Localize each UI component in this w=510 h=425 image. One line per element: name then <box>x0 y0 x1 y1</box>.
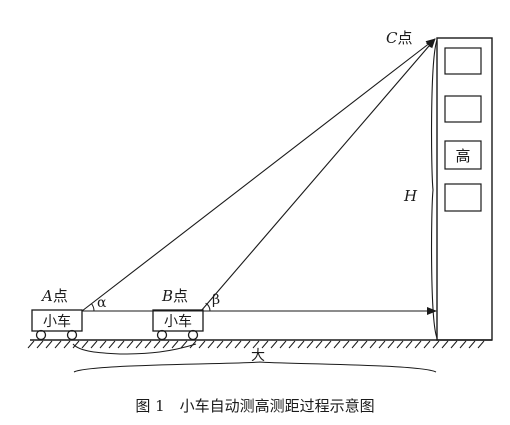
hatch-mark <box>459 340 467 349</box>
figure-caption: 图 1 小车自动测高测距过程示意图 <box>135 397 374 415</box>
hatch-mark <box>90 340 98 349</box>
hatch-mark <box>207 340 215 349</box>
hatch-mark <box>171 340 179 349</box>
hatch-mark <box>216 340 224 349</box>
cart-a-wheel-right <box>66 329 78 341</box>
ground-label: 大 <box>251 348 265 364</box>
hatch-mark <box>162 340 170 349</box>
hatch-mark <box>117 340 125 349</box>
hatch-mark <box>432 340 440 349</box>
hatch-mark <box>342 340 350 349</box>
ground <box>27 339 492 349</box>
hatch-mark <box>243 340 251 349</box>
hatch-mark <box>63 340 71 349</box>
point-b-label: B点 <box>161 287 188 305</box>
point-a-letter: A <box>40 287 53 305</box>
hatch-mark <box>324 340 332 349</box>
hatch-mark <box>54 340 62 349</box>
hatch-mark <box>108 340 116 349</box>
sight-line-a <box>81 38 436 312</box>
hatch-mark <box>45 340 53 349</box>
hatch-mark <box>234 340 242 349</box>
building-label: 高 <box>455 147 470 165</box>
hatch-mark <box>360 340 368 349</box>
hatch-mark <box>468 340 476 349</box>
point-a-suffix: 点 <box>53 287 68 305</box>
building-window-2 <box>444 95 482 123</box>
hatch-mark <box>369 340 377 349</box>
hatch-mark <box>333 340 341 349</box>
hatch-mark <box>450 340 458 349</box>
ground-hatching <box>27 340 485 349</box>
cart-b-label: 小车 <box>164 313 192 330</box>
angle-beta-label: β <box>212 292 220 308</box>
hatch-mark <box>36 340 44 349</box>
building-window-3 <box>444 140 482 170</box>
point-a-label: A点 <box>40 287 68 305</box>
hatch-mark <box>252 340 260 349</box>
height-brace <box>430 39 438 339</box>
cart-a: 小车 <box>31 309 83 341</box>
building: 高 <box>436 37 493 341</box>
hatch-mark <box>315 340 323 349</box>
hatch-mark <box>225 340 233 349</box>
hatch-mark <box>180 340 188 349</box>
hatch-mark <box>387 340 395 349</box>
point-c-letter: C <box>386 29 398 47</box>
angle-alpha-label: α <box>97 295 107 311</box>
hatch-mark <box>72 340 80 349</box>
hatch-mark <box>144 340 152 349</box>
hatch-mark <box>378 340 386 349</box>
hatch-mark <box>135 340 143 349</box>
hatch-mark <box>423 340 431 349</box>
hatch-mark <box>477 340 485 349</box>
height-label: H <box>403 187 418 205</box>
building-window-4 <box>444 183 482 212</box>
hatch-mark <box>405 340 413 349</box>
hatch-mark <box>27 340 35 349</box>
cart-a-wheel-left <box>35 329 47 341</box>
cart-distance-brace <box>72 343 197 355</box>
building-window-1 <box>444 47 482 75</box>
hatch-mark <box>297 340 305 349</box>
distance-brace <box>73 361 437 373</box>
cart-a-label: 小车 <box>43 313 71 330</box>
hatch-mark <box>153 340 161 349</box>
hatch-mark <box>261 340 269 349</box>
cart-b-wheel-right <box>187 329 199 341</box>
hatch-mark <box>126 340 134 349</box>
hatch-mark <box>279 340 287 349</box>
hatch-mark <box>270 340 278 349</box>
point-c-label: C点 <box>386 29 413 47</box>
hatch-mark <box>198 340 206 349</box>
sight-line-b <box>200 38 436 312</box>
hatch-mark <box>396 340 404 349</box>
cart-b: 小车 <box>152 309 204 341</box>
hatch-mark <box>288 340 296 349</box>
hatch-mark <box>81 340 89 349</box>
point-b-letter: B <box>161 287 173 305</box>
hatch-mark <box>351 340 359 349</box>
angle-alpha-arc <box>91 303 95 312</box>
hatch-mark <box>414 340 422 349</box>
point-c-suffix: 点 <box>397 29 412 47</box>
point-b-suffix: 点 <box>173 287 188 305</box>
angle-beta-arc <box>205 302 211 312</box>
hatch-mark <box>306 340 314 349</box>
hatch-mark <box>99 340 107 349</box>
hatch-mark <box>441 340 449 349</box>
cart-b-wheel-left <box>156 329 168 341</box>
